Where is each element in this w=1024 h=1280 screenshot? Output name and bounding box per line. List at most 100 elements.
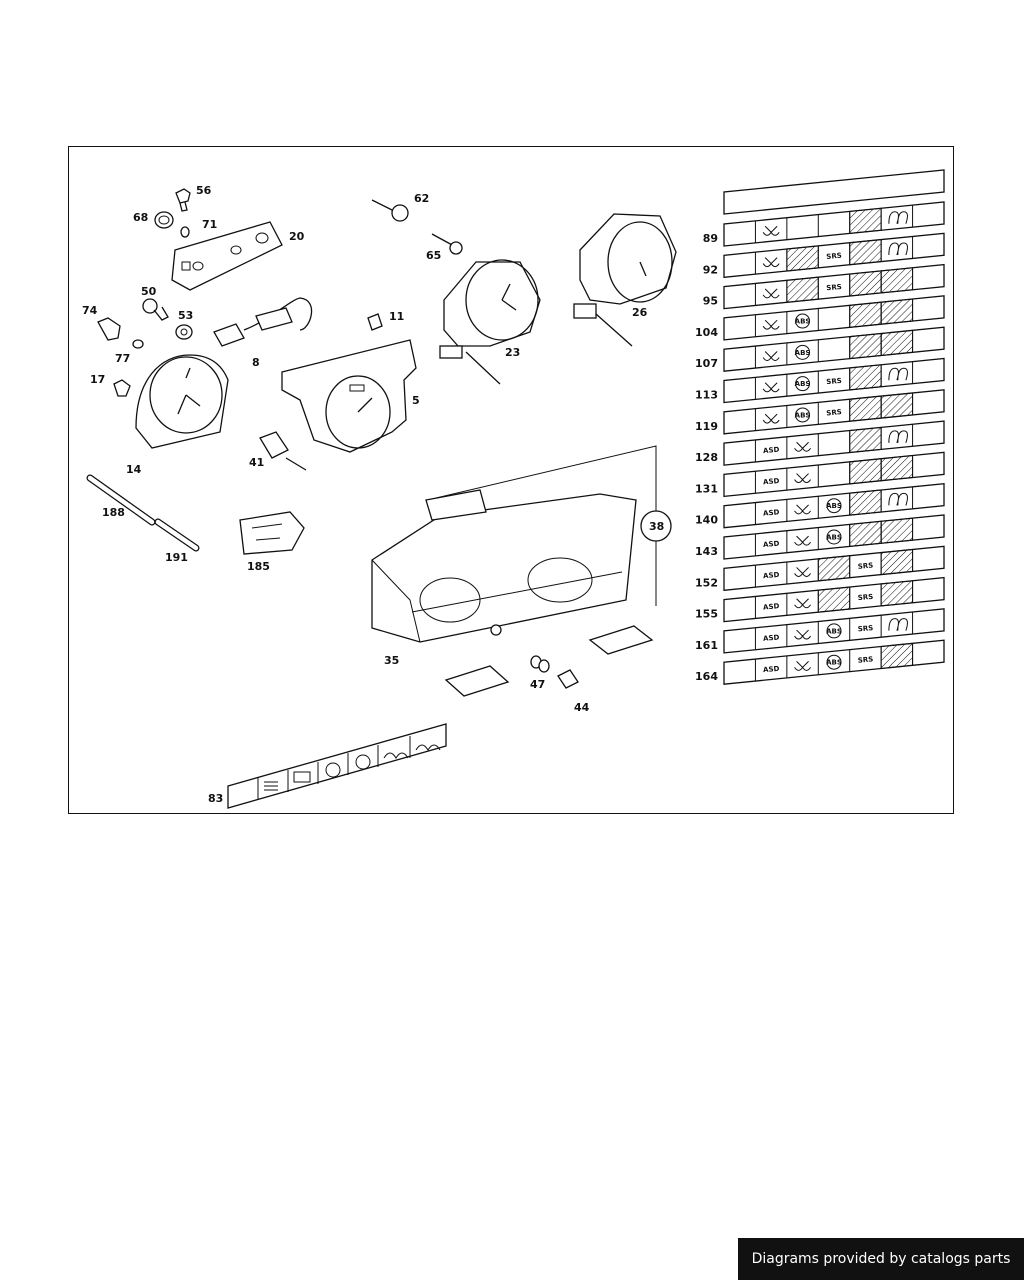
- label-part-41: 41: [249, 456, 264, 469]
- part-socket-74: [97, 317, 121, 341]
- svg-text:SRS: SRS: [826, 408, 842, 417]
- label-part-20: 20: [289, 230, 305, 243]
- part-trim-right: [588, 625, 654, 655]
- part-rod-188: [86, 474, 156, 526]
- symbol-strip-140: ASD ABS 140: [695, 482, 945, 529]
- label-part-8: 8: [252, 356, 260, 369]
- part-bulb-77: [132, 339, 144, 349]
- label-part-11: 11: [389, 310, 404, 323]
- part-bulb-17: [113, 379, 131, 397]
- part-washer-53: [175, 324, 193, 340]
- label-part-83: 83: [208, 792, 223, 805]
- label-part-74: 74: [82, 304, 98, 317]
- label-strip-95: 95: [703, 295, 718, 308]
- part-circuit-board-20: [171, 221, 283, 291]
- label-strip-161: 161: [695, 639, 718, 652]
- svg-text:ABS: ABS: [826, 627, 842, 635]
- symbol-strip-107: ABS 107: [695, 326, 945, 372]
- symbol-strip-152: ASD SRS 152: [695, 545, 945, 592]
- label-strip-140: 140: [695, 514, 718, 527]
- label-strip-107: 107: [695, 357, 718, 370]
- label-part-23: 23: [505, 346, 520, 359]
- label-strip-155: 155: [695, 608, 718, 621]
- part-bulb-71: [180, 226, 190, 238]
- svg-text:SRS: SRS: [857, 561, 873, 570]
- symbol-strip-95: SRS 95: [703, 263, 945, 310]
- svg-text:ASD: ASD: [763, 571, 780, 580]
- label-part-188: 188: [102, 506, 125, 519]
- part-cap-47: [530, 655, 550, 673]
- part-bolt-62: [371, 199, 409, 222]
- label-part-56: 56: [196, 184, 212, 197]
- label-part-35: 35: [384, 654, 399, 667]
- label-part-62: 62: [414, 192, 429, 205]
- label-part-53: 53: [178, 309, 193, 322]
- part-bolt-65: [431, 233, 463, 255]
- part-instrument-carrier-5: [281, 339, 417, 453]
- symbol-strip-89: 89: [703, 201, 945, 247]
- svg-text:ABS: ABS: [795, 318, 811, 326]
- symbol-strip-92: SRS 92: [703, 232, 945, 279]
- svg-text:SRS: SRS: [826, 283, 842, 292]
- label-part-38: 38: [649, 520, 664, 533]
- svg-text:SRS: SRS: [826, 252, 842, 261]
- label-part-5: 5: [412, 394, 420, 407]
- label-strip-89: 89: [703, 232, 718, 245]
- svg-text:ASD: ASD: [763, 477, 780, 486]
- label-part-185: 185: [247, 560, 270, 573]
- label-strip-143: 143: [695, 545, 718, 558]
- label-strip-131: 131: [695, 482, 718, 495]
- svg-text:SRS: SRS: [857, 593, 873, 602]
- symbol-strip-104: ABS 104: [695, 295, 945, 341]
- part-socket-68: [154, 211, 174, 229]
- svg-text:ASD: ASD: [763, 633, 780, 642]
- part-switch-41: [259, 431, 307, 471]
- symbol-strip-131: ASD 131: [695, 451, 945, 498]
- label-strip-128: 128: [695, 451, 718, 464]
- part-trim-left: [444, 665, 510, 697]
- symbol-strip-155: ASD SRS 155: [695, 576, 945, 623]
- part-clock-23: [439, 259, 541, 385]
- svg-text:ASD: ASD: [763, 665, 780, 674]
- svg-text:ASD: ASD: [763, 602, 780, 611]
- part-bulb-11: [367, 313, 383, 331]
- part-bulb-44: [557, 669, 579, 689]
- part-connector-8: [213, 297, 313, 347]
- label-strip-104: 104: [695, 326, 718, 339]
- svg-text:SRS: SRS: [857, 655, 873, 664]
- label-part-65: 65: [426, 249, 441, 262]
- part-bulb-50: [142, 298, 169, 321]
- part-symbol-strip-83: [227, 723, 447, 809]
- svg-text:ASD: ASD: [763, 508, 780, 517]
- label-part-44: 44: [574, 701, 590, 714]
- label-strip-164: 164: [695, 670, 718, 683]
- svg-text:ABS: ABS: [795, 349, 811, 357]
- svg-text:ASD: ASD: [763, 540, 780, 549]
- label-strip-113: 113: [695, 389, 718, 402]
- part-bulb-56: [175, 188, 191, 212]
- svg-text:ABS: ABS: [826, 534, 842, 542]
- symbol-strip-164: ASD ABS SRS 164: [695, 639, 945, 685]
- svg-text:ABS: ABS: [826, 659, 842, 667]
- label-strip-119: 119: [695, 420, 718, 433]
- label-part-77: 77: [115, 352, 130, 365]
- label-part-26: 26: [632, 306, 648, 319]
- svg-text:SRS: SRS: [857, 624, 873, 633]
- label-strip-92: 92: [703, 263, 718, 276]
- diagram-credit: Diagrams provided by catalogs parts: [738, 1238, 1024, 1280]
- part-gauge-14: [135, 354, 229, 449]
- svg-text:ABS: ABS: [795, 380, 811, 388]
- part-housing-35: [371, 489, 637, 643]
- part-cover-38-outline: [435, 445, 672, 606]
- label-part-17: 17: [90, 373, 105, 386]
- label-strip-152: 152: [695, 576, 718, 589]
- svg-text:ABS: ABS: [826, 502, 842, 510]
- strip-top: [723, 169, 945, 215]
- part-tachometer-26: [573, 213, 677, 347]
- part-rod-191: [154, 518, 200, 552]
